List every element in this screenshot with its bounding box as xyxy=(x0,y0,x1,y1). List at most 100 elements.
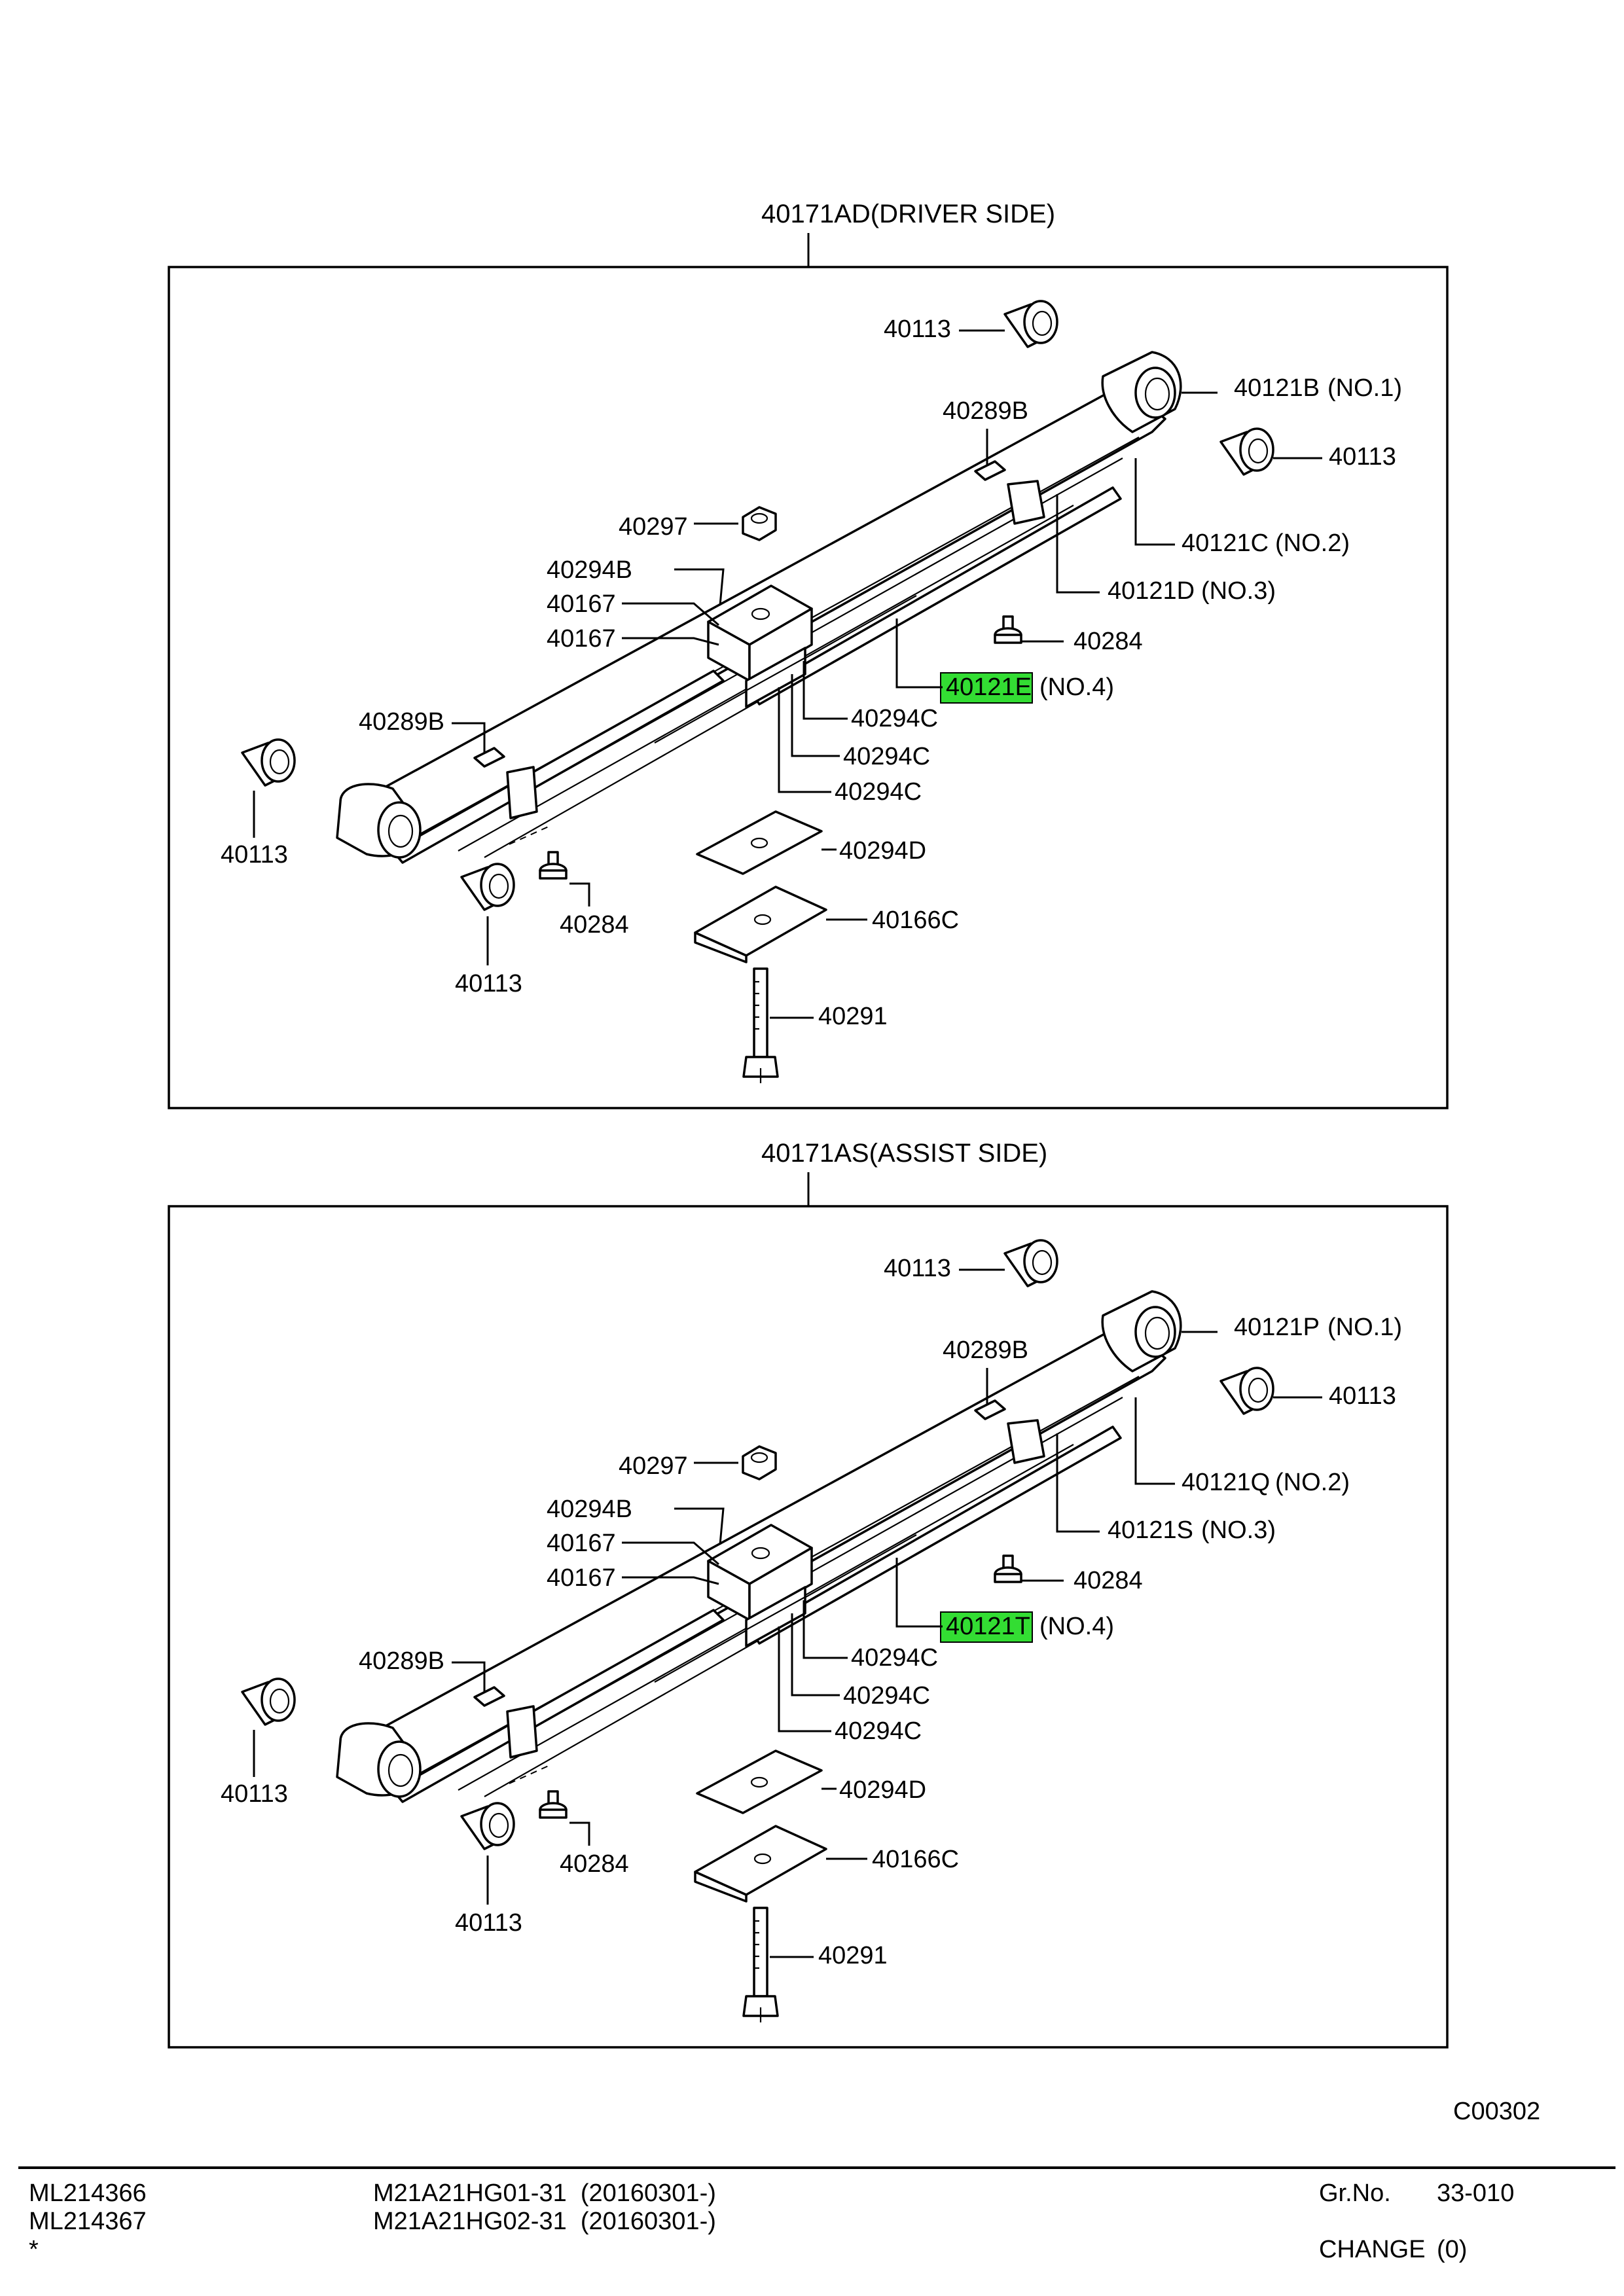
label-clip-top: 40289B xyxy=(943,1336,1028,1364)
bolt-small-right-base xyxy=(994,634,1022,644)
plate-d-hole xyxy=(750,1776,768,1788)
label-bolt-small-left: 40284 xyxy=(560,911,629,939)
bushing-top-end xyxy=(1023,1239,1058,1283)
label-bushing-bottom: 40113 xyxy=(455,970,522,997)
bushing-right-end xyxy=(1239,427,1274,472)
label-wedge: 40166C xyxy=(872,1846,959,1873)
bushing-left-hole xyxy=(269,749,290,775)
label-bushing-bottom: 40113 xyxy=(455,1909,522,1937)
leader-leaf2 xyxy=(1134,458,1175,546)
assembly-driver-side: 40171AD(DRIVER SIDE)4011340121B(NO.1)401… xyxy=(168,200,1449,1109)
leader-leaf3 xyxy=(1056,494,1100,594)
center-plate-front xyxy=(748,1547,813,1621)
label-leaf3-no: (NO.3) xyxy=(1201,577,1276,605)
pad-line xyxy=(746,657,806,691)
label-pad1: 40294C xyxy=(851,1644,938,1672)
leader-spacer2 xyxy=(622,1576,719,1585)
label-spacer2: 40167 xyxy=(547,1564,616,1592)
leader-pad3 xyxy=(778,1626,831,1732)
label-bushing-right: 40113 xyxy=(1329,443,1396,471)
label-plate-top: 40294B xyxy=(547,1496,632,1523)
wedge-edge xyxy=(694,1871,748,1903)
label-center-bolt: 40291 xyxy=(818,1003,888,1030)
frame-code-2: M21A21HG02-31 (20160301-) xyxy=(373,2208,716,2235)
bushing-right-hole xyxy=(1248,1377,1269,1403)
bushing-top-hole xyxy=(1032,1249,1053,1276)
leader-bolt-small-left xyxy=(569,1821,590,1846)
center-plate-hole xyxy=(751,1547,770,1560)
label-pad2: 40294C xyxy=(843,1682,930,1710)
assembly-frame xyxy=(168,266,1449,1109)
spring-eye-front-inner xyxy=(1144,377,1170,411)
pad-line xyxy=(746,1596,806,1630)
label-spacer1: 40167 xyxy=(547,1530,616,1557)
label-leaf1: 40121P xyxy=(1234,1314,1320,1341)
spring-eye-rear-inner xyxy=(388,814,414,848)
label-bushing-right: 40113 xyxy=(1329,1382,1396,1410)
model-code-2: ML214367 xyxy=(29,2208,147,2235)
wedge-hole xyxy=(753,914,772,925)
leader-spacer2 xyxy=(622,637,719,646)
spring-eye-rear-hole xyxy=(377,1740,422,1798)
label-clip-top: 40289B xyxy=(943,397,1028,425)
group-value: 33-010 xyxy=(1437,2179,1515,2207)
bushing-bottom-hole xyxy=(488,1812,509,1839)
leader-pad2 xyxy=(791,674,840,757)
label-nut: 40297 xyxy=(619,513,688,541)
label-plate-d: 40294D xyxy=(839,1776,926,1804)
clip-top-tab xyxy=(974,460,1006,481)
label-pad3: 40294C xyxy=(835,778,922,806)
spring-eye-front-inner xyxy=(1144,1316,1170,1350)
change-label: CHANGE xyxy=(1319,2236,1426,2263)
spring-clip-rear xyxy=(506,1705,538,1759)
leader-pad2 xyxy=(791,1613,840,1696)
plate-d-hole xyxy=(750,837,768,849)
bushing-left-end xyxy=(261,738,296,783)
label-leaf3: 40121S xyxy=(1108,1516,1193,1544)
leader-spacer1 xyxy=(622,1541,719,1566)
model-code-3: * xyxy=(29,2236,39,2263)
label-bolt-small-left: 40284 xyxy=(560,1850,629,1878)
bolt-small-left-base xyxy=(539,1808,568,1819)
label-leaf2-no: (NO.2) xyxy=(1275,1469,1350,1496)
center-bolt-head xyxy=(742,1995,779,2017)
label-leaf3: 40121D xyxy=(1108,577,1195,605)
label-leaf4-no: (NO.4) xyxy=(1039,1613,1114,1640)
plate-d xyxy=(696,1749,823,1814)
diagram-code: C00302 xyxy=(1453,2098,1540,2125)
label-leaf1: 40121B xyxy=(1234,374,1320,402)
bolt-small-right-base xyxy=(994,1573,1022,1583)
leader-pad3 xyxy=(778,687,831,793)
bushing-top-hole xyxy=(1032,310,1053,336)
assembly-title: 40171AD(DRIVER SIDE) xyxy=(761,200,1055,228)
label-clip-left: 40289B xyxy=(359,1647,444,1675)
spring-eye-rear-inner xyxy=(388,1753,414,1787)
label-bolt-small-right: 40284 xyxy=(1074,1567,1143,1594)
label-leaf3-no: (NO.3) xyxy=(1201,1516,1276,1544)
leader-plate-top xyxy=(674,1507,725,1545)
spring-clip-rear xyxy=(506,766,538,819)
footer-rule xyxy=(18,2166,1615,2169)
leader-plate-top xyxy=(674,568,725,606)
label-bolt-small-right: 40284 xyxy=(1074,628,1143,655)
leader-leaf3 xyxy=(1056,1433,1100,1533)
clip-left-tab xyxy=(473,1686,505,1707)
nut-hole xyxy=(750,512,768,524)
label-clip-left: 40289B xyxy=(359,708,444,736)
dashed-hint xyxy=(509,825,550,845)
label-pad1: 40294C xyxy=(851,705,938,732)
plate-d xyxy=(696,810,823,875)
leader-leaf4 xyxy=(895,619,943,689)
bushing-left-end xyxy=(261,1677,296,1722)
label-pad3: 40294C xyxy=(835,1717,922,1745)
wedge-edge xyxy=(694,931,748,963)
label-spacer1: 40167 xyxy=(547,590,616,618)
group-label: Gr.No. xyxy=(1319,2179,1391,2207)
nut-hole xyxy=(750,1452,768,1463)
label-bushing-left: 40113 xyxy=(221,841,288,869)
clip-top-tab xyxy=(974,1399,1006,1420)
leader-pad1 xyxy=(803,661,848,720)
label-leaf2-no: (NO.2) xyxy=(1275,529,1350,557)
label-leaf4: 40121E xyxy=(946,673,1032,701)
assembly-frame xyxy=(168,1205,1449,2049)
